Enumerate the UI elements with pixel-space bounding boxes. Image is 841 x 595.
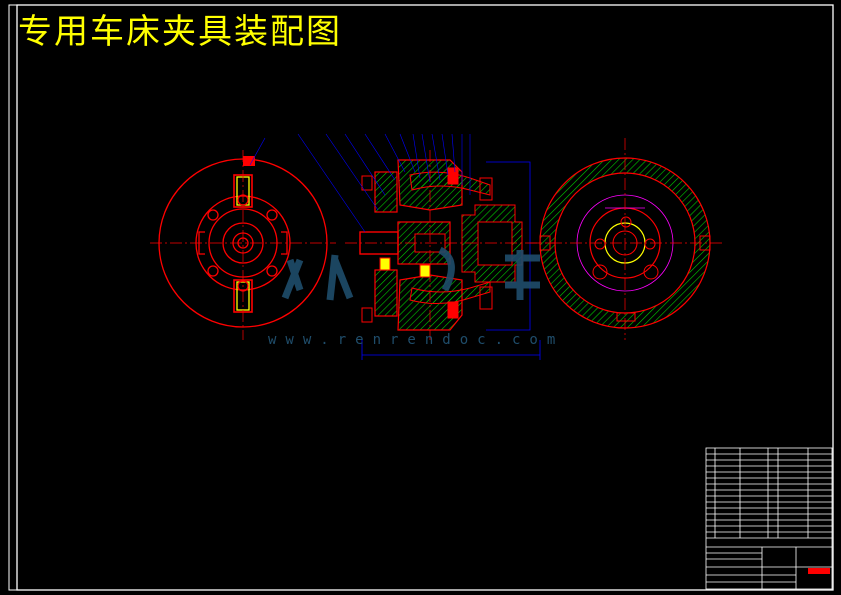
left-view-centerlines xyxy=(150,150,336,340)
inner-frame xyxy=(16,4,834,591)
page-title: 专用车床夹具装配图 xyxy=(18,12,342,52)
leader-lines xyxy=(249,133,471,233)
title-block-red-label xyxy=(808,568,830,574)
right-view-centerlines xyxy=(530,138,722,340)
section-view xyxy=(359,159,541,360)
watermark-url: www.renrendoc.com xyxy=(268,332,565,348)
title-block xyxy=(705,447,833,590)
watermark-logo xyxy=(281,246,540,301)
